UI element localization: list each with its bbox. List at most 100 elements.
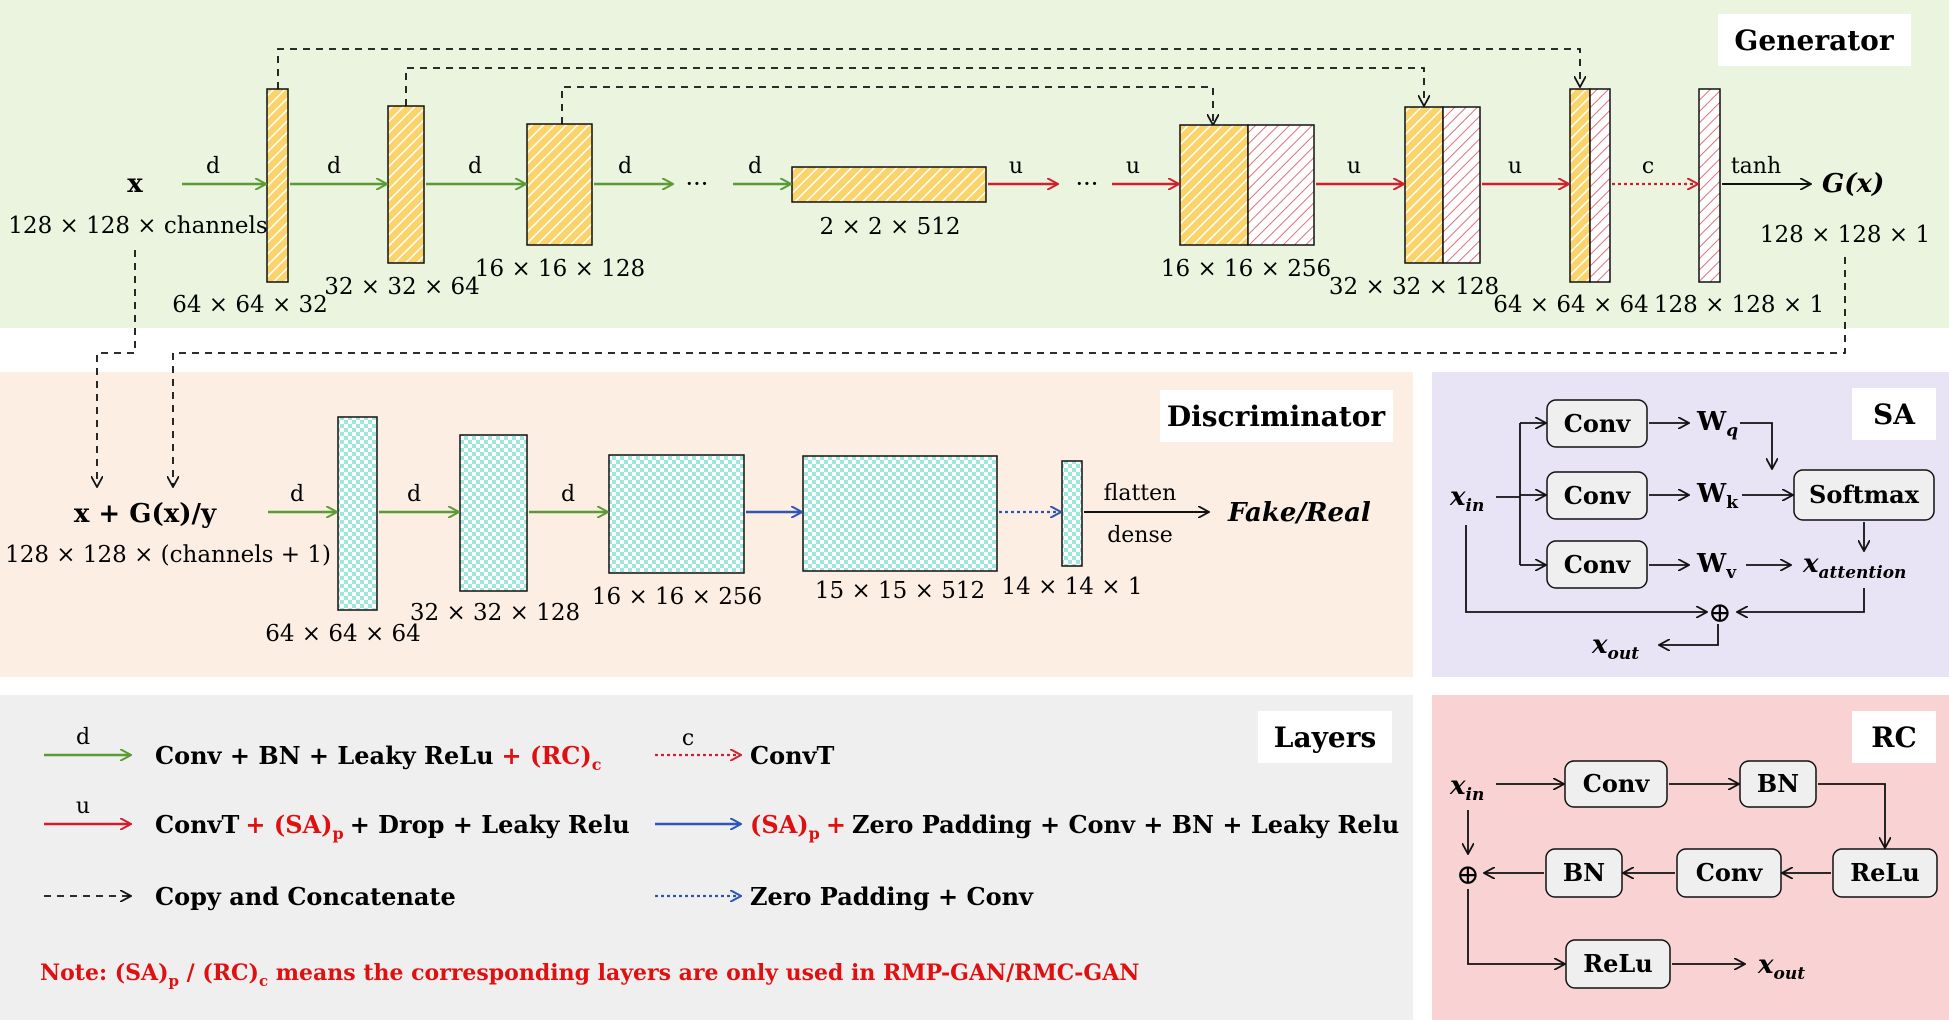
legend-note: Note: (SA)p / (RC)c means the correspond… (40, 960, 1139, 990)
gen-label-16x16x128: 16 × 16 × 128 (475, 256, 645, 282)
svg-text:Conv: Conv (1564, 409, 1632, 438)
gen-to-disc-gx-connector (173, 257, 1846, 486)
disc-op-d2: d (407, 482, 421, 507)
disc-label-16x16x256: 16 × 16 × 256 (592, 584, 762, 610)
sa-x-attention: xattention (1802, 549, 1906, 583)
gen-block-32x32x128-left (1404, 106, 1444, 264)
legend-c-label: c (682, 726, 694, 751)
generator-input-size: 128 × 128 × channels (8, 213, 267, 239)
svg-text:Conv: Conv (1583, 769, 1651, 798)
gen-op-d4: d (618, 154, 632, 179)
generator-output-size: 128 × 128 × 1 (1760, 222, 1930, 248)
rc-x-out: xout (1757, 950, 1805, 984)
sa-diagram: Conv Conv Conv Softmax xin Wq Wk Wv (1449, 399, 1935, 664)
disc-block-32x32x128 (459, 434, 528, 592)
gen-to-disc-x-connector (97, 250, 136, 486)
disc-op-dense: dense (1107, 523, 1173, 548)
gen-op-c: c (1642, 154, 1654, 179)
gen-op-u4: u (1508, 154, 1522, 179)
generator-input-symbol: x (127, 169, 143, 199)
gen-block-16x16x128 (526, 123, 593, 246)
svg-text:BN: BN (1757, 769, 1799, 798)
svg-text:Softmax: Softmax (1809, 480, 1920, 509)
legend-u-label: u (76, 794, 90, 819)
rc-x-in: xin (1449, 771, 1484, 805)
disc-block-64x64x64 (337, 416, 378, 611)
gen-op-u2: u (1126, 154, 1140, 179)
gen-op-d5: d (748, 154, 762, 179)
gen-label-32x32x128: 32 × 32 × 128 (1329, 274, 1499, 300)
sa-wv: Wv (1696, 549, 1737, 583)
gen-block-128x128x1 (1698, 88, 1721, 283)
gen-label-64x64x64: 64 × 64 × 64 (1493, 292, 1649, 318)
gen-block-32x32x128-right (1442, 106, 1481, 264)
discriminator-input-expr: x + G(x)/y (74, 499, 217, 529)
rc-diagram: xin Conv BN ReLu Conv BN ReLu ⊕ xout (1449, 760, 1938, 989)
disc-label-64x64x64: 64 × 64 × 64 (265, 621, 421, 647)
rc-bn-top (1739, 760, 1817, 808)
sa-title: SA (1873, 398, 1916, 431)
gen-block-32x32x64 (387, 105, 425, 264)
layers-legend: d Conv + BN + Leaky ReLu+ (RC)c c ConvT … (40, 725, 1399, 990)
rc-title: RC (1871, 721, 1917, 754)
sa-oplus: ⊕ (1708, 596, 1731, 629)
gen-block-64x64x64-right (1589, 88, 1611, 283)
gen-op-d1: d (206, 154, 220, 179)
disc-op-flatten: flatten (1104, 481, 1177, 506)
skip-connections (277, 48, 1580, 124)
rc-conv-top (1564, 760, 1668, 808)
generator-output-symbol: G(x) (1822, 169, 1884, 199)
legend-d-label: d (76, 725, 90, 750)
sa-x-out: xout (1591, 630, 1639, 664)
svg-text:BN: BN (1563, 858, 1605, 887)
disc-block-14x14x1 (1061, 460, 1083, 567)
gen-op-u1: u (1009, 154, 1023, 179)
disc-op-d1: d (290, 482, 304, 507)
sa-wq: Wq (1696, 407, 1738, 441)
layers-title: Layers (1274, 721, 1376, 754)
svg-text:Conv: Conv (1696, 858, 1764, 887)
legend-dotted-blue-text: Zero Padding + Conv (750, 882, 1034, 911)
legend-d-text: Conv + BN + Leaky ReLu+ (RC)c (155, 741, 602, 774)
disc-block-16x16x256 (608, 454, 745, 574)
gen-op-d3: d (468, 154, 482, 179)
rc-relu-right (1832, 848, 1938, 898)
discriminator-output: Fake/Real (1227, 498, 1371, 528)
sa-wk: Wk (1696, 479, 1739, 513)
legend-u-text: ConvT+ (SA)p+ Drop + Leaky Relu (155, 810, 630, 843)
gen-block-16x16x256-left (1179, 124, 1249, 246)
gen-ellipsis-1: ··· (686, 170, 709, 198)
rc-relu-bottom (1565, 939, 1671, 989)
svg-text:ReLu: ReLu (1850, 858, 1920, 887)
gen-op-u3: u (1347, 154, 1361, 179)
gen-label-64x64x32: 64 × 64 × 32 (172, 292, 328, 318)
svg-text:ReLu: ReLu (1583, 949, 1653, 978)
svg-text:Conv: Conv (1564, 550, 1632, 579)
gen-block-2x2x512 (791, 166, 987, 203)
sa-conv-v (1546, 540, 1648, 589)
gen-ellipsis-2: ··· (1076, 170, 1099, 198)
disc-op-d3: d (561, 482, 575, 507)
discriminator-title: Discriminator (1167, 400, 1386, 433)
generator-title: Generator (1734, 24, 1894, 57)
layers-panel (0, 695, 1413, 1020)
generator-panel (0, 0, 1949, 328)
discriminator-input-size: 128 × 128 × (channels + 1) (5, 542, 331, 568)
sa-x-in: xin (1449, 482, 1484, 516)
disc-label-15x15x512: 15 × 15 × 512 (815, 578, 985, 604)
disc-label-14x14x1: 14 × 14 × 1 (1002, 574, 1143, 600)
gen-label-128x128x1: 128 × 128 × 1 (1654, 292, 1824, 318)
legend-c-text: ConvT (750, 741, 835, 770)
gen-op-d2: d (327, 154, 341, 179)
gen-block-64x64x64-left (1569, 88, 1591, 283)
sa-conv-q (1546, 399, 1648, 448)
gen-label-16x16x256: 16 × 16 × 256 (1161, 256, 1331, 282)
legend-blue-text: (SA)p+Zero Padding + Conv + BN + Leaky R… (750, 810, 1399, 843)
disc-label-32x32x128: 32 × 32 × 128 (410, 600, 580, 626)
sa-conv-k (1546, 471, 1648, 520)
gen-label-2x2x512: 2 × 2 × 512 (820, 214, 961, 240)
disc-block-15x15x512 (802, 455, 998, 572)
legend-copy-text: Copy and Concatenate (155, 882, 456, 911)
